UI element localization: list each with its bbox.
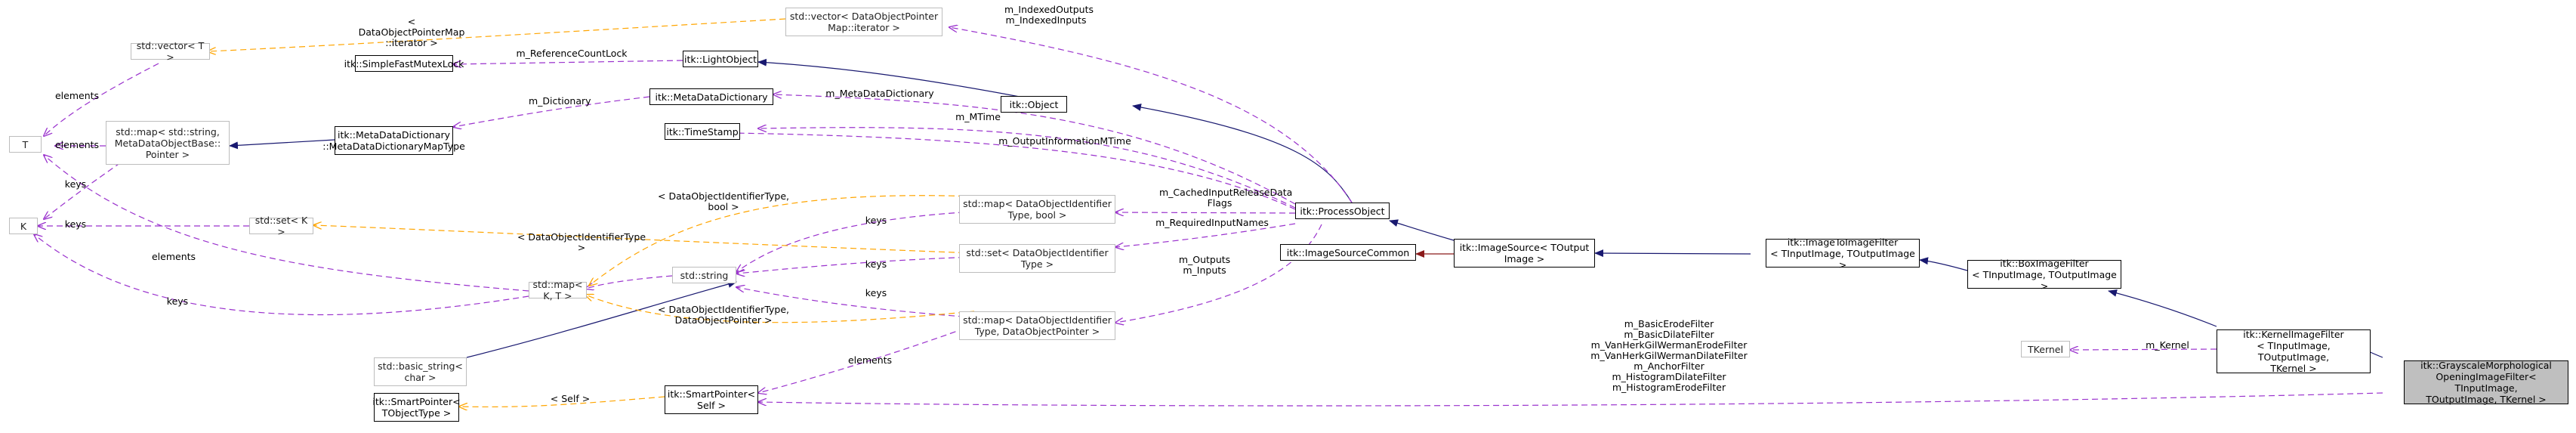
- label-kernel: m_Kernel: [2146, 339, 2189, 351]
- label-doi-type: < DataObjectIdentifierType >: [517, 231, 646, 253]
- node-imagesource[interactable]: itk::ImageSource< TOutput Image >: [1454, 239, 1595, 268]
- node-vector-T[interactable]: std::vector< T >: [131, 40, 210, 63]
- edge-mapdop-smartptr: [758, 324, 975, 393]
- edge-stdstring-mapbool: [736, 211, 975, 272]
- label-keys-set: keys: [64, 218, 87, 230]
- edge-basicstring-stdstring: [466, 280, 737, 358]
- label-doi-dop: < DataObjectIdentifierType, DataObjectPo…: [658, 304, 789, 326]
- edge-K-mapstring: [44, 162, 122, 219]
- edge-boximage-imagetoimage: [1919, 257, 1968, 271]
- node-timestamp[interactable]: itk::TimeStamp: [665, 123, 740, 140]
- edge-mapbool-mapKT: [589, 195, 975, 286]
- node-T[interactable]: T: [9, 136, 42, 153]
- edge-mapdop-processobject: [1115, 224, 1322, 323]
- node-imagesourcecommon[interactable]: itk::ImageSourceCommon: [1280, 244, 1416, 261]
- node-grayscale-opening[interactable]: itk::GrayscaleMorphological OpeningImage…: [2404, 360, 2568, 405]
- label-elements-vec: elements: [54, 90, 100, 101]
- edge-kernelimage-boximage: [2108, 289, 2217, 327]
- edge-mdd-processobject: [773, 94, 1296, 205]
- node-lightobject[interactable]: itk::LightObject: [683, 51, 758, 67]
- edge-object-lightobject: [757, 58, 1020, 97]
- edge-smartptr-objtype: [459, 396, 665, 407]
- edge-setdoi-processobject: [1115, 223, 1296, 247]
- node-K[interactable]: K: [9, 218, 38, 234]
- label-mtime: m_MTime: [955, 111, 1001, 122]
- label-indexed: m_IndexedOutputs m_IndexedInputs: [1004, 4, 1094, 26]
- node-set-K[interactable]: std::set< K >: [249, 215, 313, 237]
- node-smartptr-objtype[interactable]: itk::SmartPointer< TObjectType >: [372, 393, 461, 422]
- label-elements-sp: elements: [847, 354, 893, 366]
- edge-mddtype-mapstring: [229, 139, 335, 150]
- label-elements-map: elements: [54, 139, 100, 150]
- edge-T-mapKT: [44, 155, 529, 292]
- node-map-string[interactable]: std::map< std::string, MetaDataObjectBas…: [106, 121, 230, 165]
- node-set-doi[interactable]: std::set< DataObjectIdentifier Type >: [959, 244, 1115, 273]
- label-dictionary: m_Dictionary: [529, 95, 591, 107]
- edge-mapdop-mapKT: [585, 295, 975, 323]
- label-keys3: keys: [865, 287, 887, 298]
- edge-fastmutex-lightobject: [453, 60, 683, 64]
- node-metadatadict[interactable]: itk::MetaDataDictionary: [649, 88, 773, 105]
- edge-mapbool-processobject: [1115, 212, 1296, 213]
- edge-imagesource-processobject: [1389, 219, 1455, 241]
- edge-processobject-object: [1132, 104, 1353, 203]
- edge-stdstring-mapKT: [585, 275, 673, 289]
- edge-T-vector: [44, 63, 159, 136]
- label-cached: m_CachedInputReleaseData Flags: [1159, 187, 1293, 209]
- edge-timestamp-processobject: [683, 132, 1296, 210]
- label-outinfo: m_OutputInformationMTime: [998, 135, 1131, 147]
- edge-vectordop-vectorT: [208, 18, 786, 51]
- edge-stdstring-setdoi: [736, 256, 975, 274]
- node-vector-dop[interactable]: std::vector< DataObjectPointer Map::iter…: [785, 8, 942, 36]
- label-outputs: m_Outputs m_Inputs: [1178, 254, 1231, 276]
- edge-mtime-processobject: [758, 128, 1296, 209]
- label-keys1: keys: [865, 215, 887, 226]
- label-refcount: m_ReferenceCountLock: [516, 48, 628, 59]
- node-processobject[interactable]: itk::ProcessObject: [1295, 203, 1390, 219]
- label-mdd: m_MetaDataDictionary: [825, 88, 934, 99]
- label-self: < Self >: [550, 393, 591, 404]
- edge-tkernel-kernelimage: [2070, 349, 2217, 350]
- label-keys-map: keys: [64, 178, 87, 190]
- label-elements-mapkt: elements: [151, 251, 196, 262]
- node-fastmutex[interactable]: itk::SimpleFastMutexLock: [344, 55, 464, 72]
- node-boximage[interactable]: itk::BoxImageFilter < TInputImage, TOutp…: [1967, 258, 2121, 292]
- node-smartptr-self[interactable]: itk::SmartPointer< Self >: [665, 385, 758, 414]
- node-tkernel[interactable]: TKernel: [2021, 341, 2070, 357]
- label-dop-iter: < DataObjectPointerMap ::iterator >: [358, 16, 465, 48]
- node-mdd-type[interactable]: itk::MetaDataDictionary ::MetaDataDictio…: [322, 126, 465, 155]
- label-required: m_RequiredInputNames: [1155, 217, 1269, 228]
- node-basic-string[interactable]: std::basic_string< char >: [374, 357, 467, 386]
- label-doi-bool: < DataObjectIdentifierType, bool >: [658, 190, 789, 212]
- label-filters: m_BasicErodeFilter m_BasicDilateFilter m…: [1590, 318, 1748, 393]
- node-map-KT[interactable]: std::map< K, T >: [529, 279, 587, 302]
- edge-setdoi-setK: [313, 225, 975, 254]
- edge-K-mapKT: [34, 234, 529, 316]
- edge-mdd-mddtype: [453, 96, 650, 127]
- node-imagetoimage[interactable]: itk::ImageToImageFilter < TInputImage, T…: [1766, 237, 1920, 271]
- edge-vectordop-processobject: [949, 27, 1353, 203]
- node-object[interactable]: itk::Object: [1001, 96, 1067, 113]
- node-map-bool[interactable]: std::map< DataObjectIdentifier Type, boo…: [959, 195, 1115, 224]
- node-std-string[interactable]: std::string: [672, 267, 736, 283]
- edge-imagetoimage-imagesource: [1594, 249, 1751, 258]
- node-map-dop[interactable]: std::map< DataObjectIdentifier Type, Dat…: [959, 311, 1115, 340]
- label-keys2: keys: [865, 258, 887, 270]
- edge-smartptr-grayscale: [758, 392, 2383, 407]
- edge-stdstring-mapdop: [736, 287, 975, 318]
- node-kernelimage[interactable]: itk::KernelImageFilter < TInputImage, TO…: [2217, 329, 2371, 374]
- label-keys-mapkt: keys: [166, 295, 189, 307]
